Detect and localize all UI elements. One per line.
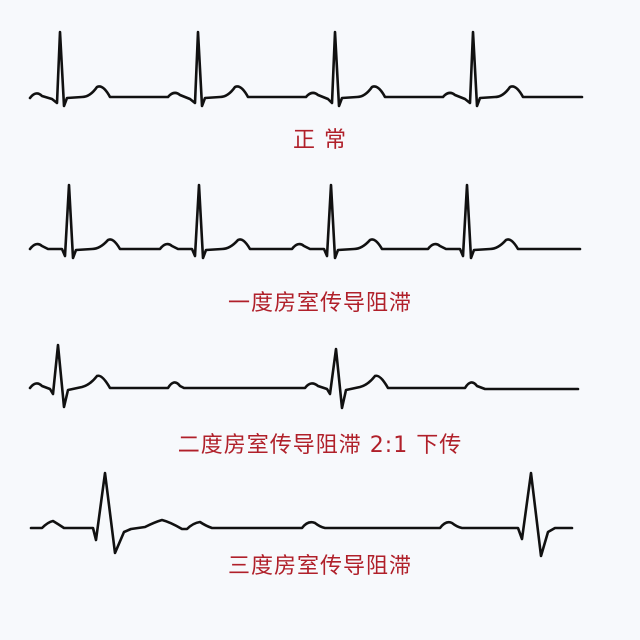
ecg-strip-first-degree — [28, 183, 582, 260]
ecg-trace-second-degree — [28, 343, 580, 410]
caption-first-degree: 一度房室传导阻滞 — [227, 291, 412, 316]
caption-third-degree: 三度房室传导阻滞 — [227, 554, 412, 579]
caption-normal: 正 常 — [293, 128, 347, 153]
ecg-strip-third-degree — [29, 471, 574, 558]
ecg-strip-normal — [28, 30, 584, 108]
caption-second-degree: 二度房室传导阻滞 2:1 下传 — [177, 433, 463, 458]
ecg-strip-second-degree — [28, 343, 580, 410]
ecg-trace-first-degree — [28, 183, 582, 260]
ecg-trace-third-degree — [29, 471, 574, 558]
ecg-trace-normal — [28, 30, 584, 108]
